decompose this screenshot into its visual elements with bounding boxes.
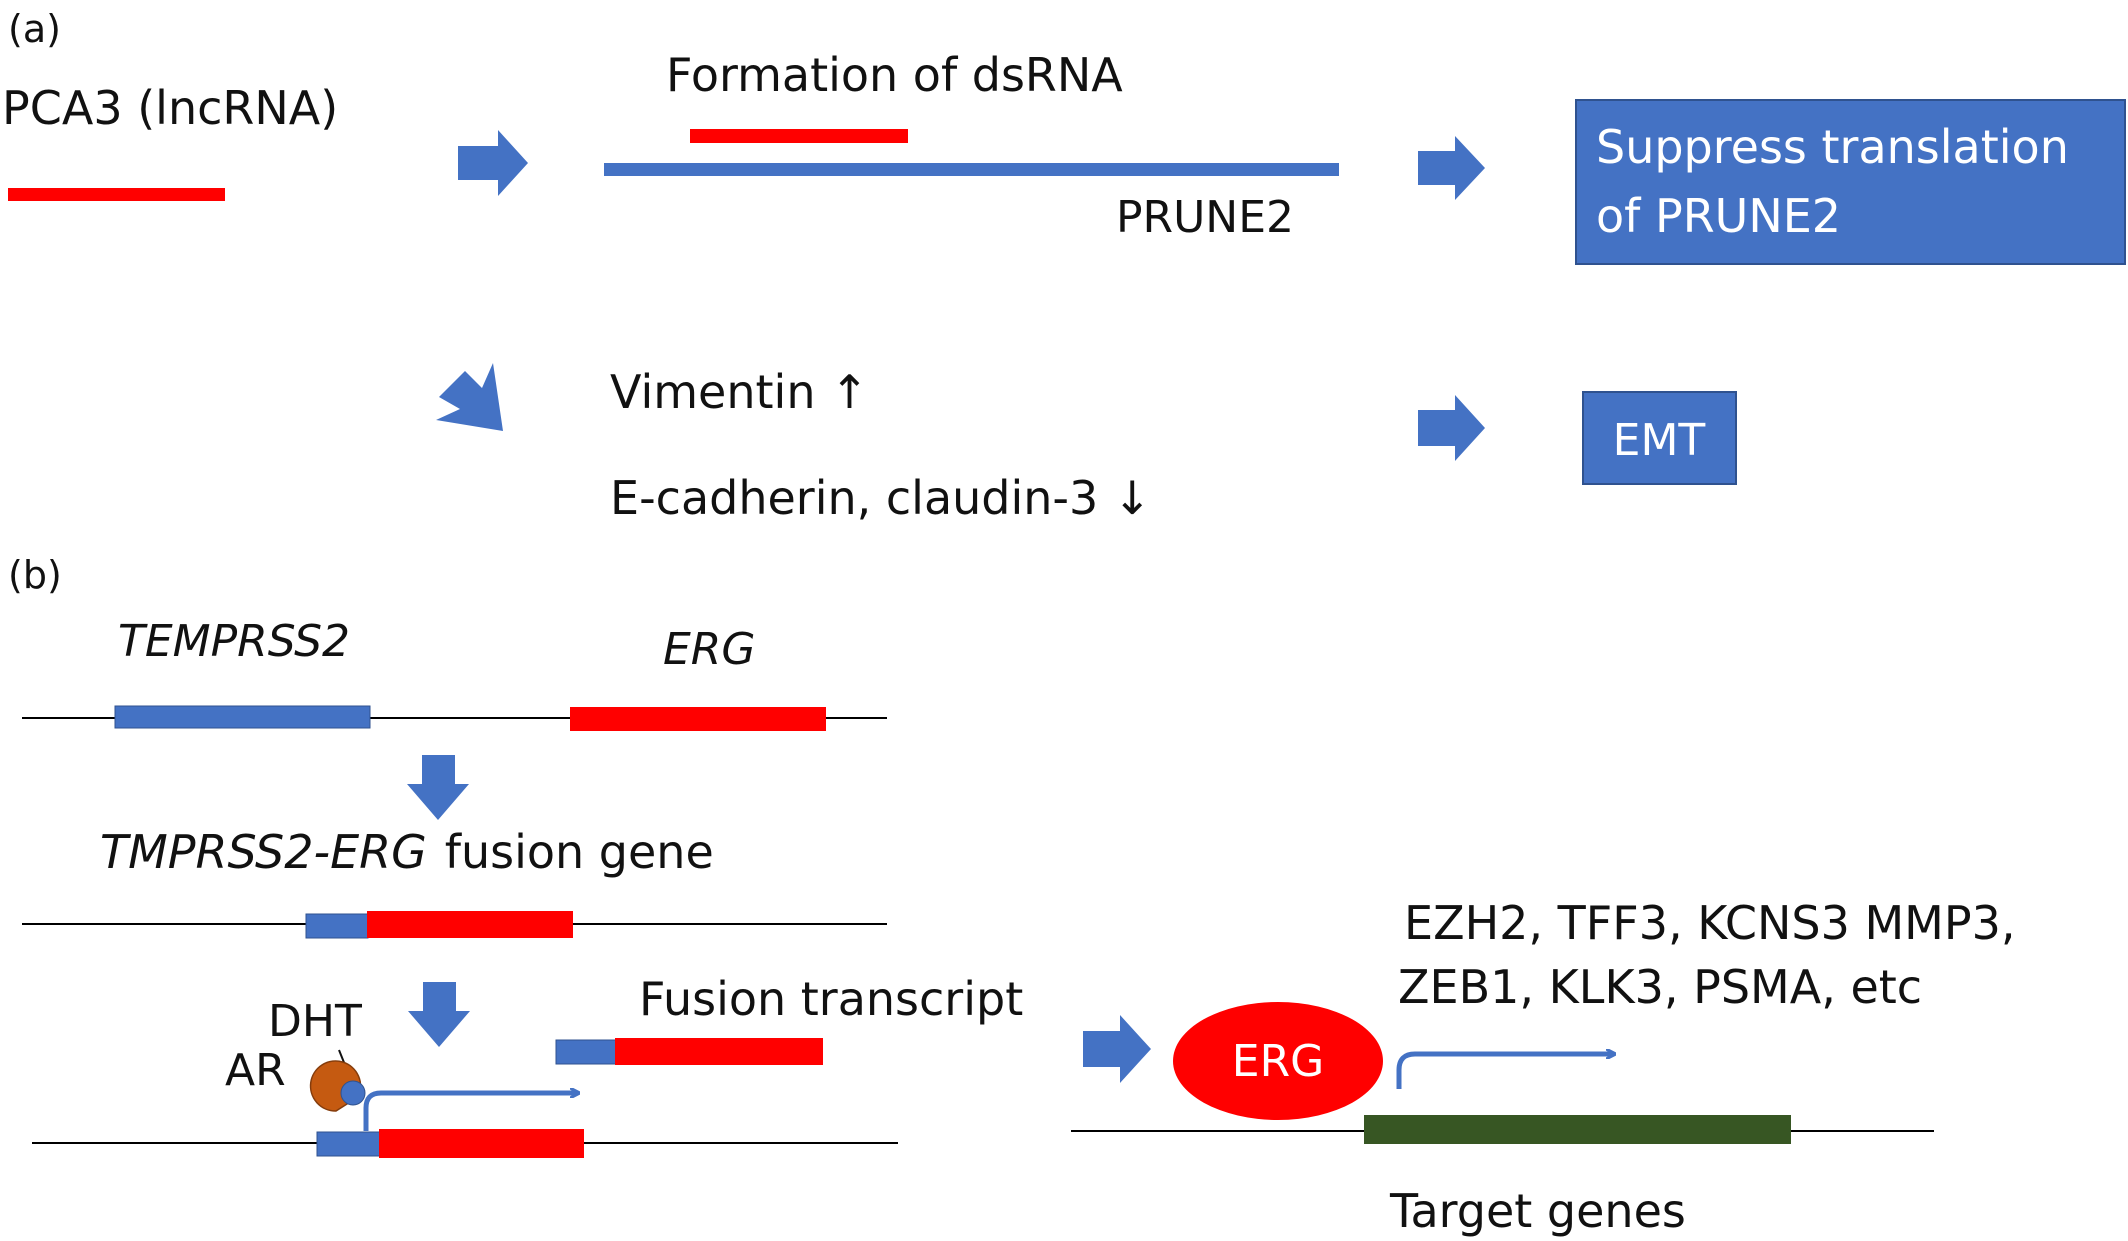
suppress-box-line1: Suppress translation	[1596, 120, 2069, 174]
arrow-diagonal	[436, 363, 503, 431]
transcript-erg-part	[615, 1038, 823, 1065]
erg-protein-label: ERG	[1232, 1036, 1324, 1087]
gene2-label: ERG	[663, 624, 755, 675]
pca3-bound-strand	[690, 129, 908, 143]
suppress-box-line2: of PRUNE2	[1596, 189, 1841, 243]
target-gene-block	[1364, 1115, 1791, 1144]
transcript-tmprss2-part	[555, 1039, 617, 1065]
transcription-arrow-1	[363, 1093, 578, 1131]
promoter-block	[316, 1131, 381, 1157]
ecadherin-label: E-cadherin, claudin-3 ↓	[610, 471, 1151, 525]
tmprss2-gene-block	[114, 705, 371, 729]
target-genes-line1: EZH2, TFF3, KCNS3 MMP3,	[1404, 896, 2015, 950]
fusion-tmprss2-part	[305, 913, 369, 939]
fusion-gene-label: TMPRSS2-ERG fusion gene	[100, 825, 714, 879]
transcription-arrow-2	[1396, 1054, 1614, 1089]
pca3-lncrna-strand	[8, 188, 225, 201]
fusion-transcript-label: Fusion transcript	[639, 972, 1023, 1026]
erg-coding-block	[379, 1129, 584, 1158]
target-genes-caption: Target genes	[1389, 1184, 1686, 1238]
suppress-translation-box	[1575, 99, 2126, 265]
arrow-down-2	[408, 982, 470, 1047]
ar-label: AR	[225, 1045, 286, 1096]
erg-protein	[1173, 1002, 1383, 1120]
target-genes-line2: ZEB1, KLK3, PSMA, etc	[1398, 960, 1922, 1014]
arrow-right-2	[1418, 136, 1485, 200]
fusion-gene-suffix: fusion gene	[445, 825, 714, 879]
dht-label: DHT	[268, 996, 362, 1047]
emt-box	[1582, 391, 1737, 485]
dht-ligand	[340, 1080, 366, 1106]
fusion-erg-part	[367, 911, 573, 938]
fusion-gene-italic: TMPRSS2-ERG	[100, 825, 427, 879]
panel-b-label: (b)	[8, 553, 62, 597]
prune2-strand	[604, 163, 1339, 176]
emt-label: EMT	[1613, 415, 1706, 466]
vimentin-label: Vimentin ↑	[610, 365, 869, 419]
erg-gene-block	[570, 707, 826, 731]
arrow-right-1	[458, 130, 528, 196]
arrow-right-3	[1418, 395, 1485, 461]
dsrna-label: Formation of dsRNA	[666, 48, 1123, 102]
prune2-label: PRUNE2	[1116, 192, 1294, 243]
arrow-down-1	[407, 755, 469, 820]
panel-a-label: (a)	[8, 7, 61, 51]
gene1-label: TEMPRSS2	[118, 616, 350, 667]
pca3-label: PCA3 (lncRNA)	[2, 81, 338, 135]
arrow-right-4	[1083, 1015, 1151, 1083]
